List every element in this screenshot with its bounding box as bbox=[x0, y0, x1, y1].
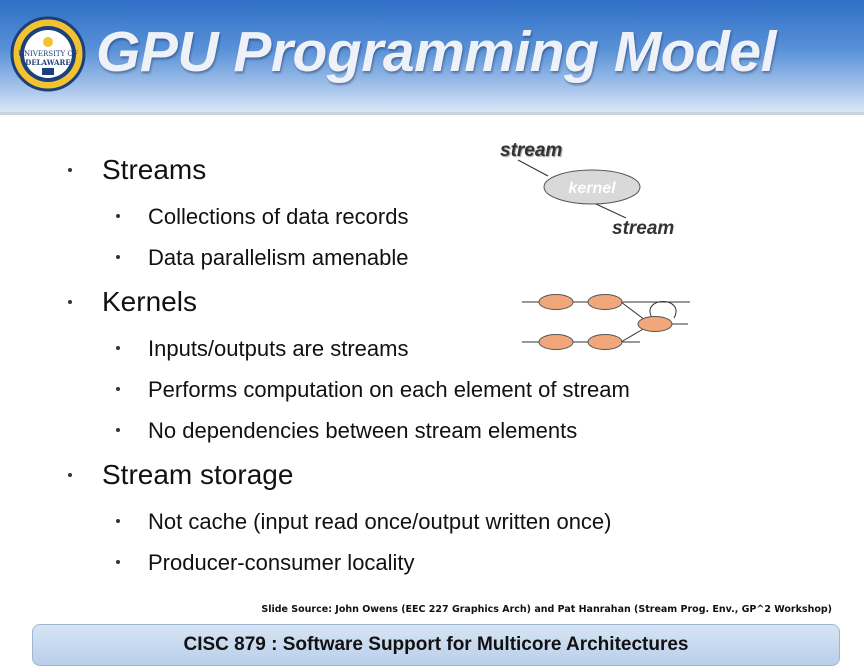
kernel-node bbox=[538, 294, 574, 310]
bullet-text: Inputs/outputs are streams bbox=[148, 336, 409, 361]
sub-bullet-collections: Collections of data records bbox=[116, 203, 408, 231]
graph-edge bbox=[620, 301, 646, 321]
kernel-node bbox=[587, 294, 623, 310]
bullet-icon bbox=[116, 214, 120, 219]
bullet-icon bbox=[116, 346, 120, 351]
bullet-icon bbox=[116, 560, 120, 565]
bullet-icon bbox=[116, 519, 120, 524]
kernel-node bbox=[538, 334, 574, 350]
bullet-stream-storage: Stream storage bbox=[68, 458, 293, 492]
bullet-icon bbox=[116, 428, 120, 433]
bullet-icon bbox=[68, 299, 72, 304]
stream-in-arrow bbox=[517, 159, 549, 177]
slide-source-credit: Slide Source: John Owens (EEC 227 Graphi… bbox=[261, 604, 832, 615]
bullet-text: No dependencies between stream elements bbox=[148, 418, 578, 443]
bullet-text: Performs computation on each element of … bbox=[148, 377, 630, 402]
sub-bullet-computation: Performs computation on each element of … bbox=[116, 376, 630, 404]
bullet-streams: Streams bbox=[68, 153, 206, 187]
bullet-text: Not cache (input read once/output writte… bbox=[148, 509, 612, 534]
stream-out-label: stream bbox=[612, 218, 674, 239]
bullet-text: Stream storage bbox=[102, 459, 294, 490]
kernel-node bbox=[587, 334, 623, 350]
course-footer-text: CISC 879 : Software Support for Multicor… bbox=[183, 634, 689, 655]
bullet-icon bbox=[116, 387, 120, 392]
kernel-ellipse bbox=[543, 169, 641, 205]
slide-title: GPU Programming Model bbox=[96, 20, 776, 84]
bullet-text: Data parallelism amenable bbox=[148, 245, 409, 270]
title-bar bbox=[0, 0, 864, 112]
bullet-icon bbox=[68, 472, 72, 477]
bullet-text: Producer-consumer locality bbox=[148, 550, 415, 575]
svg-text:DELAWARE: DELAWARE bbox=[25, 58, 70, 67]
sub-bullet-not-cache: Not cache (input read once/output writte… bbox=[116, 508, 612, 536]
kernel-node bbox=[637, 316, 673, 332]
kernel-label: kernel bbox=[568, 180, 616, 197]
bullet-text: Kernels bbox=[102, 286, 197, 317]
sub-bullet-data-parallelism: Data parallelism amenable bbox=[116, 244, 408, 272]
bullet-kernels: Kernels bbox=[68, 285, 197, 319]
university-seal-logo: UNIVERSITY OF DELAWARE bbox=[10, 16, 86, 92]
stream-in-label: stream bbox=[500, 140, 562, 161]
graph-self-loop bbox=[649, 301, 677, 319]
sub-bullet-no-dependencies: No dependencies between stream elements bbox=[116, 417, 577, 445]
course-footer: CISC 879 : Software Support for Multicor… bbox=[32, 624, 840, 666]
sun-icon bbox=[43, 37, 53, 47]
graph-edge bbox=[620, 327, 646, 343]
stream-out-arrow bbox=[595, 203, 627, 219]
sub-bullet-inputs-outputs: Inputs/outputs are streams bbox=[116, 335, 408, 363]
svg-text:UNIVERSITY OF: UNIVERSITY OF bbox=[18, 50, 78, 58]
sub-bullet-producer-consumer: Producer-consumer locality bbox=[116, 549, 415, 577]
bullet-icon bbox=[68, 167, 72, 172]
bullet-text: Collections of data records bbox=[148, 204, 409, 229]
bullet-icon bbox=[116, 255, 120, 260]
bullet-text: Streams bbox=[102, 154, 207, 185]
title-divider bbox=[0, 112, 864, 115]
